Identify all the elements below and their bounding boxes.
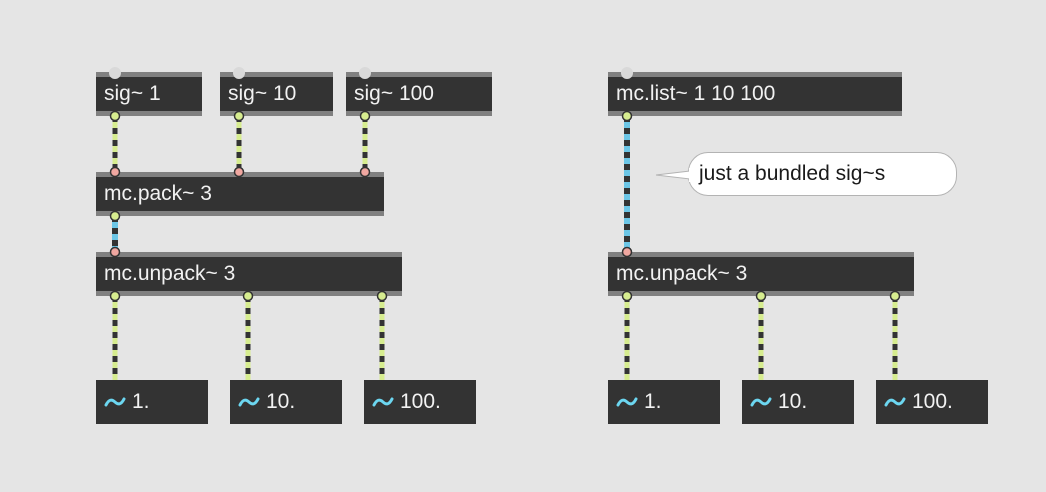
sig-object-1[interactable]: sig~ 1 [96, 72, 202, 116]
object-text: sig~ 1 [104, 82, 161, 105]
sig-object-10[interactable]: sig~ 10 [220, 72, 333, 116]
mc-list-object[interactable]: mc.list~ 1 10 100 [608, 72, 902, 116]
number-value: 1. [644, 390, 662, 413]
sig-object-100[interactable]: sig~ 100 [346, 72, 492, 116]
signal-wave-icon [104, 397, 126, 407]
signal-wave-icon [372, 397, 394, 407]
signal-number-box[interactable]: 100. [364, 380, 476, 424]
object-text: mc.list~ 1 10 100 [616, 82, 776, 105]
number-value: 1. [132, 390, 150, 413]
object-text: mc.unpack~ 3 [616, 262, 748, 285]
signal-number-box[interactable]: 10. [230, 380, 342, 424]
number-value: 100. [912, 390, 953, 413]
number-value: 100. [400, 390, 441, 413]
mc-unpack-object[interactable]: mc.unpack~ 3 [608, 252, 914, 296]
signal-wave-icon [884, 397, 906, 407]
comment-text: just a bundled sig~s [699, 162, 886, 185]
number-value: 10. [778, 390, 808, 413]
object-text: mc.pack~ 3 [104, 182, 212, 205]
object-text: mc.unpack~ 3 [104, 262, 236, 285]
number-value: 10. [266, 390, 296, 413]
object-text: sig~ 100 [354, 82, 434, 105]
mc-unpack-object[interactable]: mc.unpack~ 3 [96, 252, 402, 296]
signal-number-box[interactable]: 1. [608, 380, 720, 424]
signal-wave-icon [238, 397, 260, 407]
object-text: sig~ 10 [228, 82, 297, 105]
mc-pack-object[interactable]: mc.pack~ 3 [96, 172, 384, 216]
signal-number-box[interactable]: 10. [742, 380, 854, 424]
signal-wave-icon [750, 397, 772, 407]
signal-number-box[interactable]: 100. [876, 380, 988, 424]
signal-wave-icon [616, 397, 638, 407]
signal-number-box[interactable]: 1. [96, 380, 208, 424]
comment-bubble[interactable]: just a bundled sig~s [688, 152, 957, 196]
